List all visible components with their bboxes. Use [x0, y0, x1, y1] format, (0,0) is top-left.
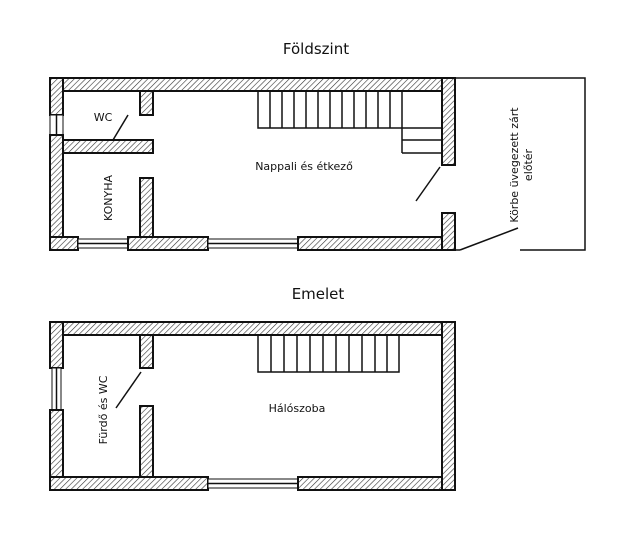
wall-bottom-3: [297, 236, 456, 251]
room-label-bath: Fürdő és WC: [97, 375, 110, 444]
ground-floor-plan: WC KONYHA Nappali és étkező Körbe üvegez…: [49, 77, 586, 251]
door-entrance: [415, 166, 441, 202]
wall-left-upper: [49, 321, 64, 369]
upper-floor-title: Emelet: [291, 285, 345, 303]
wall-left-lower: [49, 134, 64, 251]
room-label-vestibule-1: Körbe üvegezett zárt: [508, 107, 521, 223]
door-vestibule: [459, 227, 519, 251]
room-label-kitchen: KONYHA: [102, 175, 115, 221]
wall-right-upper: [441, 77, 456, 166]
wall-left-upper: [49, 77, 64, 116]
ground-floor-title: Földszint: [282, 40, 350, 58]
wall-right-lower: [441, 212, 456, 251]
wall-wc-right: [139, 90, 154, 116]
door-wc: [112, 114, 129, 141]
wall-bath-lower: [139, 405, 154, 478]
staircase: [257, 334, 400, 373]
wall-wc-bottom: [62, 139, 154, 154]
room-label-bedroom: Hálószoba: [269, 402, 326, 415]
wall-bottom-2: [127, 236, 209, 251]
wall-top: [49, 321, 456, 336]
room-label-wc: WC: [94, 111, 113, 124]
wall-bottom-1: [49, 476, 209, 491]
upper-floor-plan: Fürdő és WC Hálószoba: [49, 321, 456, 491]
vestibule-outline: [455, 77, 586, 251]
staircase: [257, 90, 443, 154]
wall-bottom-2: [297, 476, 456, 491]
room-label-living: Nappali és étkező: [255, 160, 353, 173]
room-label-vestibule-2: előtér: [522, 148, 535, 181]
wall-bottom-1: [49, 236, 79, 251]
wall-top: [49, 77, 456, 92]
door-bath: [115, 371, 142, 409]
wall-right: [441, 321, 456, 491]
wall-bath-upper: [139, 334, 154, 369]
